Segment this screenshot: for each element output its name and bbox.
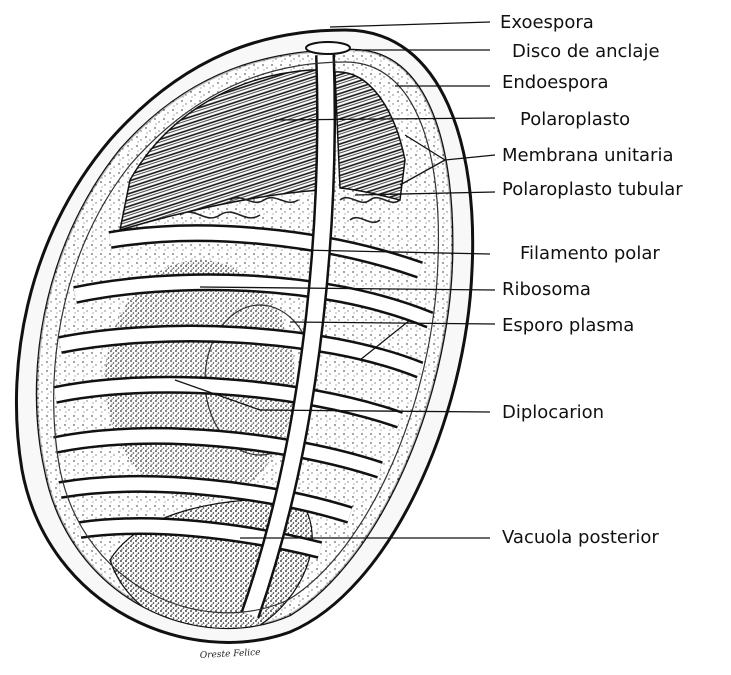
label-ribosoma: Ribosoma (502, 279, 591, 300)
label-filamento-polar: Filamento polar (520, 243, 660, 264)
label-disco-de-anclaje: Disco de anclaje (512, 41, 660, 62)
label-diplocarion: Diplocarion (502, 402, 604, 423)
artist-signature: Oreste Felice (200, 648, 261, 661)
label-vacuola-posterior: Vacuola posterior (502, 527, 659, 548)
label-polaroplasto-tubular: Polaroplasto tubular (502, 179, 683, 200)
anchoring-disc (306, 42, 350, 54)
label-polaroplasto: Polaroplasto (520, 109, 630, 130)
label-membrana-unitaria: Membrana unitaria (502, 145, 674, 166)
label-esporo-plasma: Esporo plasma (502, 315, 634, 336)
label-exoespora: Exoespora (500, 12, 594, 33)
label-endoespora: Endoespora (502, 72, 609, 93)
